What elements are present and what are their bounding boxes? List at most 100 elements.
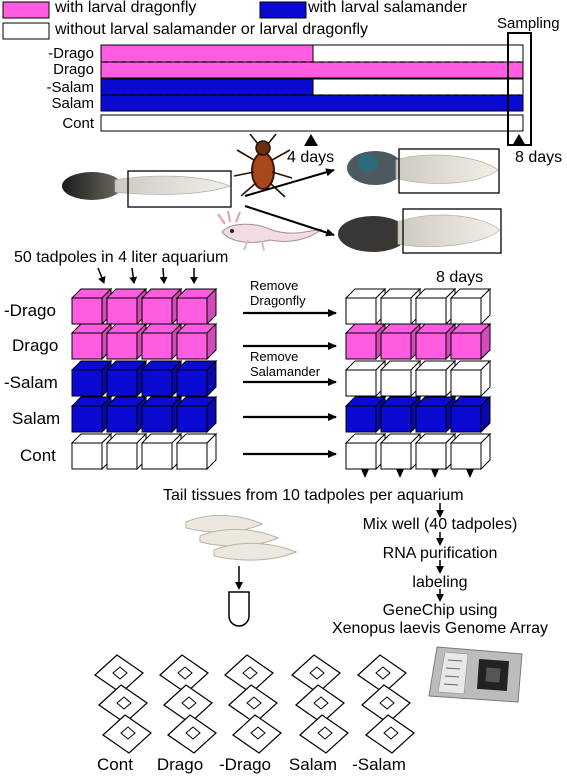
aquarium-cube bbox=[175, 395, 218, 434]
aquarium-grid-8-days bbox=[344, 287, 492, 471]
aquarium-cube bbox=[175, 322, 218, 361]
aquarium-cube bbox=[70, 432, 113, 471]
aquarium-cube bbox=[379, 395, 422, 434]
aquarium-cube bbox=[379, 322, 422, 361]
aquarium-grid-start bbox=[70, 287, 218, 471]
legend bbox=[2, 1, 307, 40]
aquarium-cube bbox=[175, 359, 218, 398]
aquarium-cube bbox=[140, 359, 183, 398]
slide-stack bbox=[159, 654, 217, 754]
chip-label: Cont bbox=[97, 755, 133, 774]
tail-tissue-illustration bbox=[185, 514, 298, 627]
legend-swatch-salamander bbox=[259, 1, 307, 19]
aquarium-cube bbox=[140, 322, 183, 361]
aquarium-cube bbox=[379, 287, 422, 326]
aquarium-cube bbox=[379, 432, 422, 471]
day-4-label: 4 days bbox=[287, 149, 335, 166]
workflow-step-genome-array: Xenopus laevis Genome Array bbox=[331, 620, 549, 637]
aquarium-cube bbox=[344, 395, 387, 434]
aquarium-cube bbox=[414, 359, 457, 398]
aquarium-cube bbox=[449, 359, 492, 398]
timeline-row-label: Drago bbox=[53, 61, 94, 78]
aquarium-cube bbox=[105, 287, 148, 326]
chip-label: Salam bbox=[288, 755, 338, 774]
aquarium-cube bbox=[70, 359, 113, 398]
dragonfly-larva-illustration bbox=[233, 133, 293, 198]
aquarium-cube bbox=[140, 287, 183, 326]
aquarium-cube bbox=[414, 287, 457, 326]
microarray-slides bbox=[94, 654, 415, 754]
grid-arrows bbox=[243, 309, 337, 458]
legend-swatch-dragonfly bbox=[2, 1, 50, 19]
aquarium-cube bbox=[105, 395, 148, 434]
legend-label-none: without larval salamander or larval drag… bbox=[55, 21, 369, 38]
timeline-bars bbox=[100, 32, 532, 146]
grid-row-label: -Salam bbox=[4, 373, 58, 392]
bar-cont bbox=[100, 114, 524, 132]
aquarium-input-arrows bbox=[97, 267, 198, 284]
aquarium-cube bbox=[175, 287, 218, 326]
remove-salamander-label-line2: Salamander bbox=[250, 364, 321, 379]
timeline-row-label: -Salam bbox=[46, 79, 94, 96]
setup-day-8-label: 8 days bbox=[436, 269, 484, 286]
legend-label-dragonfly: with larval dragonfly bbox=[55, 0, 197, 16]
aquarium-cube bbox=[344, 322, 387, 361]
grid-row-label: Drago bbox=[12, 336, 59, 355]
tadpole-photo-source bbox=[62, 170, 232, 208]
workflow-step-genechip: GeneChip using bbox=[382, 602, 498, 619]
timeline-row-label: -Drago bbox=[48, 45, 94, 62]
chip-label: -Salam bbox=[352, 755, 406, 774]
legend-swatch-none bbox=[2, 22, 50, 40]
predator-exposure-illustration bbox=[62, 133, 502, 254]
workflow-step-rna: RNA purification bbox=[382, 545, 498, 562]
grid-row-label: Cont bbox=[20, 446, 56, 465]
aquarium-cube bbox=[414, 432, 457, 471]
bar-minus-drago-fill bbox=[100, 44, 314, 63]
marker-4-days bbox=[304, 134, 318, 146]
workflow-arrows bbox=[436, 503, 444, 602]
timeline-row-label: Cont bbox=[62, 115, 94, 132]
workflow-step-tail-tissues: Tail tissues from 10 tadpoles per aquari… bbox=[163, 487, 464, 504]
aquarium-cube bbox=[344, 287, 387, 326]
slide-stack bbox=[291, 654, 349, 754]
aquarium-cube bbox=[449, 287, 492, 326]
genechip-cartridge-illustration bbox=[428, 646, 523, 703]
aquarium-cube bbox=[70, 395, 113, 434]
chip-label: Drago bbox=[156, 755, 204, 774]
sample-tube bbox=[228, 591, 250, 627]
marker-8-days bbox=[512, 134, 526, 146]
aquarium-cube bbox=[414, 395, 457, 434]
remove-salamander-label-line1: Remove bbox=[250, 349, 299, 364]
aquarium-cube bbox=[140, 432, 183, 471]
aquarium-cube bbox=[344, 432, 387, 471]
aquarium-cube bbox=[105, 359, 148, 398]
tissue-collection-arrows bbox=[361, 469, 474, 478]
slide-stack bbox=[224, 654, 282, 754]
timeline-row-label: Salam bbox=[51, 95, 94, 112]
workflow-step-mix: Mix well (40 tadpoles) bbox=[362, 516, 518, 533]
bar-drago bbox=[100, 61, 524, 79]
tadpole-photo-salamander bbox=[338, 208, 502, 254]
salamander-larva-illustration bbox=[217, 210, 323, 252]
aquarium-cube bbox=[70, 322, 113, 361]
day-8-label: 8 days bbox=[515, 149, 563, 166]
aquarium-cube bbox=[414, 322, 457, 361]
aquarium-cube bbox=[449, 432, 492, 471]
legend-label-salamander: with larval salamander bbox=[308, 0, 468, 16]
aquarium-cube bbox=[379, 359, 422, 398]
aquarium-cube bbox=[105, 432, 148, 471]
aquarium-cube bbox=[344, 359, 387, 398]
aquarium-cube bbox=[105, 322, 148, 361]
grid-row-label: -Drago bbox=[4, 301, 56, 320]
aquarium-note: 50 tadpoles in 4 liter aquarium bbox=[14, 249, 229, 266]
remove-dragonfly-label-line2: Dragonfly bbox=[250, 293, 306, 308]
chip-label: -Drago bbox=[219, 755, 271, 774]
aquarium-cube bbox=[140, 395, 183, 434]
sampling-label: Sampling bbox=[497, 15, 560, 32]
workflow-step-labeling: labeling bbox=[412, 574, 468, 591]
grid-row-label: Salam bbox=[12, 409, 61, 428]
aquarium-cube bbox=[449, 322, 492, 361]
aquarium-cube bbox=[175, 432, 218, 471]
